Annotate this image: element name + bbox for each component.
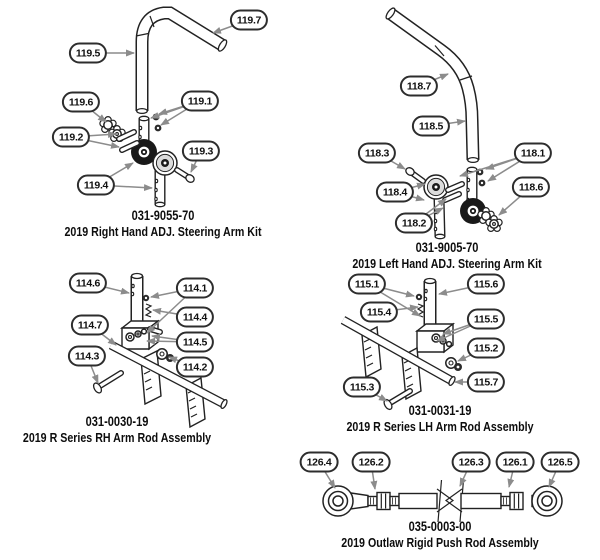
- callout-126-2: 126.2: [351, 451, 391, 473]
- callout-115-6: 115.6: [466, 273, 506, 295]
- callout-114-7: 114.7: [70, 314, 110, 336]
- callout-114-1: 114.1: [175, 277, 215, 299]
- callout-115-1: 115.1: [347, 273, 387, 295]
- part-title: 2019 R Series LH Arm Rod Assembly: [346, 419, 534, 434]
- callout-118-4: 118.4: [375, 181, 415, 203]
- rod-end-ball-joint: [322, 485, 354, 517]
- pulley-grooved: [152, 150, 178, 176]
- threaded-shank: [500, 495, 511, 507]
- callout-118-3: 118.3: [357, 142, 397, 164]
- spring: [144, 303, 153, 318]
- callout-115-4: 115.4: [359, 301, 399, 323]
- caption-lh-steering-arm-kit: 031-9005-70 2019 Left Hand ADJ. Steering…: [332, 240, 563, 271]
- callout-114-3: 114.3: [67, 345, 107, 367]
- pulley-grooved: [423, 174, 449, 200]
- clevis-pins: [116, 129, 140, 153]
- flanged-nut: [156, 348, 174, 362]
- jam-nut: [376, 491, 391, 511]
- push-rod-right-half: [460, 492, 502, 510]
- callout-118-6: 118.6: [511, 176, 551, 198]
- callout-114-5: 114.5: [175, 331, 215, 353]
- callout-126-1: 126.1: [495, 451, 535, 473]
- caption-rh-arm-rod-assembly: 031-0030-19 2019 R Series RH Arm Rod Ass…: [2, 414, 232, 445]
- callout-115-7: 115.7: [466, 371, 506, 393]
- part-number: 031-0031-19: [408, 403, 472, 418]
- lock-nuts: [476, 168, 486, 187]
- caption-rh-steering-arm-kit: 031-9055-70 2019 Right Hand ADJ. Steerin…: [43, 208, 283, 239]
- jam-nut: [509, 491, 524, 511]
- break-line: [437, 479, 443, 523]
- part-title: 2019 Outlaw Rigid Push Rod Assembly: [341, 535, 539, 550]
- clevis-pins: [442, 181, 465, 203]
- callout-119-5: 119.5: [68, 42, 108, 64]
- hex-bolt: [174, 167, 195, 183]
- caption-push-rod-assembly: 035-0003-00 2019 Outlaw Rigid Push Rod A…: [320, 519, 561, 550]
- lh-arm-rod-assembly-drawing: [340, 277, 487, 411]
- callout-126-4: 126.4: [299, 451, 339, 473]
- rod-end-ball-joint: [531, 485, 563, 517]
- threaded-shank: [367, 495, 378, 507]
- callout-119-4: 119.4: [76, 174, 116, 196]
- callout-119-1: 119.1: [180, 90, 220, 112]
- part-number: 035-0003-00: [408, 519, 472, 534]
- set-nut: [142, 294, 150, 302]
- threaded-shank: [389, 495, 400, 507]
- callout-115-3: 115.3: [342, 376, 382, 398]
- callout-119-3: 119.3: [181, 140, 221, 162]
- part-number: 031-9055-70: [131, 208, 195, 223]
- part-title: 2019 R Series RH Arm Rod Assembly: [22, 430, 212, 445]
- set-nut: [415, 293, 423, 301]
- lh-steering-arm-kit-drawing: [376, 7, 534, 240]
- callout-115-5: 115.5: [466, 308, 506, 330]
- part-number: 031-9005-70: [415, 240, 479, 255]
- break-zigzag: [444, 488, 463, 513]
- callout-118-2: 118.2: [394, 212, 434, 234]
- flanged-nut: [445, 357, 462, 371]
- break-zigzag: [436, 488, 455, 513]
- callout-118-7: 118.7: [399, 75, 439, 97]
- part-number: 031-0030-19: [85, 414, 149, 429]
- callout-114-6: 114.6: [68, 272, 108, 294]
- caption-lh-arm-rod-assembly: 031-0031-19 2019 R Series LH Arm Rod Ass…: [326, 403, 554, 434]
- callout-118-1: 118.1: [513, 142, 553, 164]
- callout-114-2: 114.2: [175, 356, 215, 378]
- handle-end-cap: [217, 39, 228, 52]
- hex-bolt: [92, 370, 124, 394]
- part-title: 2019 Right Hand ADJ. Steering Arm Kit: [64, 224, 262, 239]
- callout-119-7: 119.7: [229, 9, 269, 31]
- callout-119-2: 119.2: [51, 126, 91, 148]
- handle-end-cap: [385, 7, 396, 20]
- star-knob: [477, 207, 503, 233]
- callout-126-5: 126.5: [540, 451, 580, 473]
- push-rod-left-half: [398, 492, 438, 510]
- callout-115-2: 115.2: [466, 337, 506, 359]
- part-title: 2019 Left Hand ADJ. Steering Arm Kit: [352, 256, 542, 271]
- rh-steering-arm-kit-drawing: [70, 6, 250, 208]
- callout-114-4: 114.4: [175, 306, 215, 328]
- callout-126-3: 126.3: [451, 451, 491, 473]
- hex-bolt: [405, 167, 426, 184]
- callout-119-6: 119.6: [61, 91, 101, 113]
- callout-118-5: 118.5: [411, 115, 451, 137]
